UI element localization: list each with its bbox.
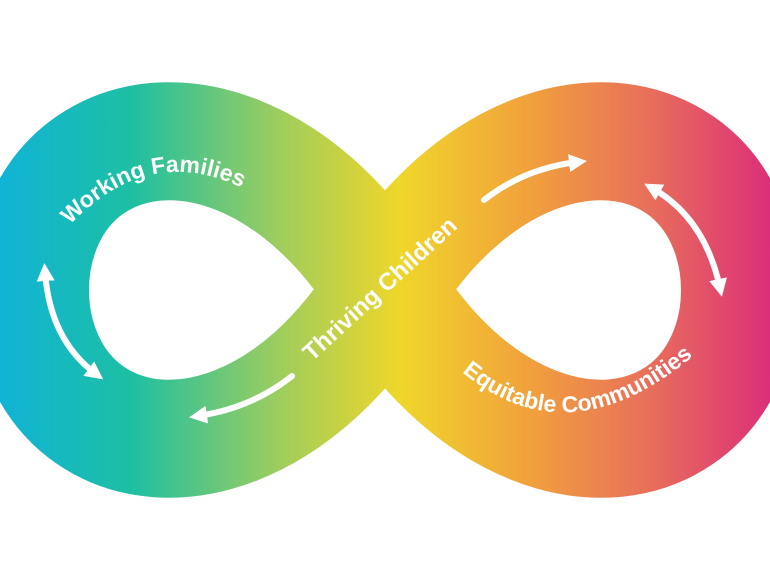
curved-arrow-icon xyxy=(189,373,295,424)
double-arrow-icon xyxy=(644,183,727,297)
infinity-band xyxy=(0,82,770,498)
curved-arrow-icon xyxy=(481,154,587,203)
double-arrow-icon xyxy=(36,263,104,380)
